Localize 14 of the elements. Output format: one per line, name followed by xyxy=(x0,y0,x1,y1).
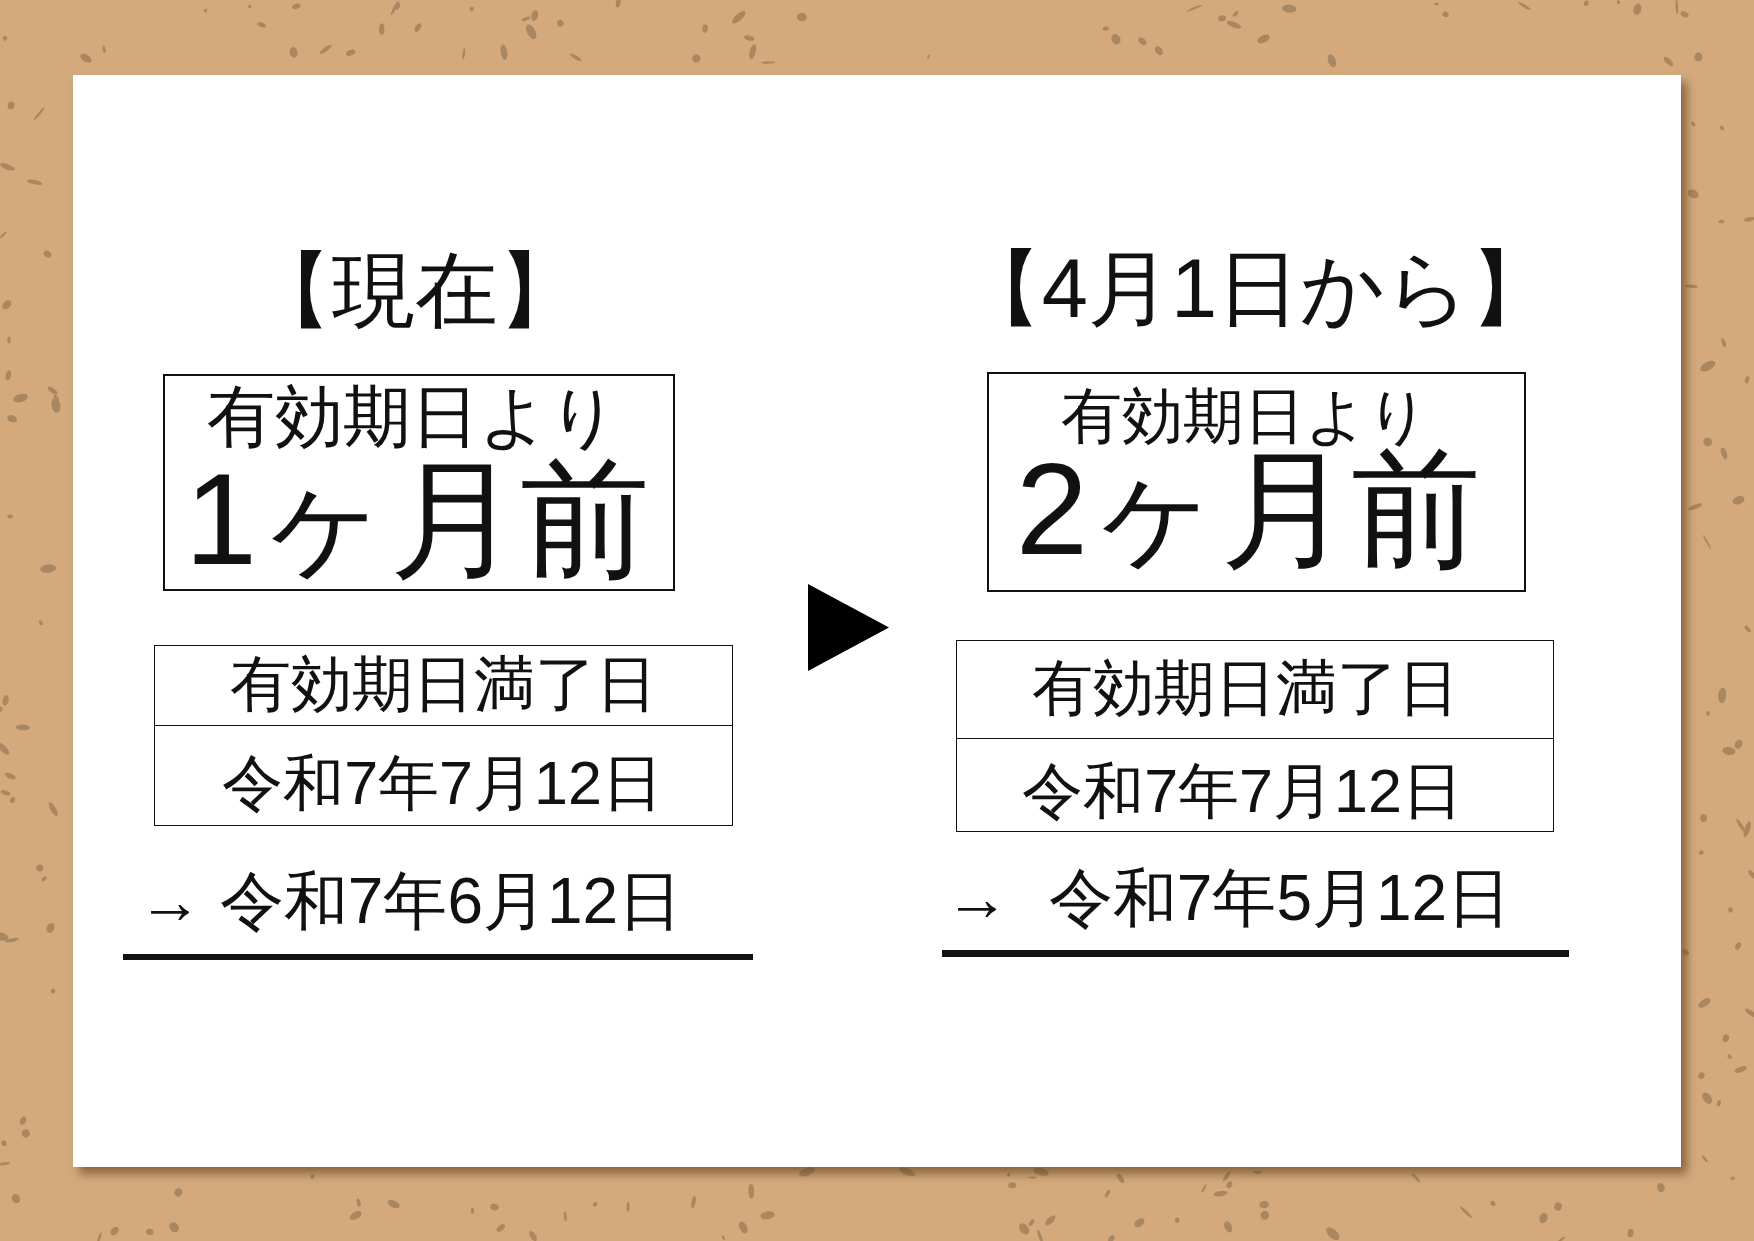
notice-box xyxy=(987,372,1526,592)
box-heading: 有効期日より xyxy=(206,381,619,450)
result-date-text: → 令和7年6月12日 xyxy=(138,869,683,933)
date-text: 令和7年7月12日 xyxy=(1022,760,1463,822)
notice-box xyxy=(163,374,675,591)
table-header-text: 有効期日満了日 xyxy=(230,653,657,715)
column-heading: 【現在】 xyxy=(249,249,581,332)
period-text: 1ヶ月前 xyxy=(184,453,651,584)
date-table xyxy=(956,640,1554,832)
date-table xyxy=(154,645,733,826)
date-text: 令和7年7月12日 xyxy=(222,752,663,814)
table-header-text: 有効期日満了日 xyxy=(1032,657,1459,719)
column-heading: 【4月1日から】 xyxy=(958,247,1554,330)
result-date-text: → 令和7年5月12日 xyxy=(945,866,1512,930)
